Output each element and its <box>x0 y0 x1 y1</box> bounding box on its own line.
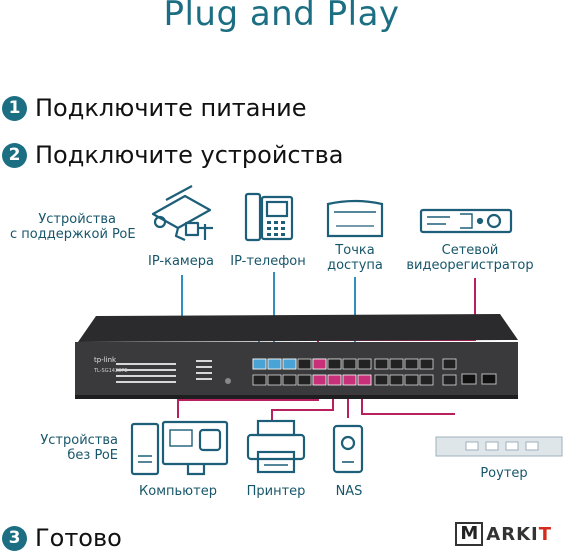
watermark-logo-accent: T <box>538 523 552 545</box>
watermark-logo: M ARKIT <box>455 522 552 546</box>
non-poe-group-label-line2: без PoE <box>67 448 118 463</box>
ip-phone-icon <box>244 192 294 242</box>
access-point-label: Точка доступа <box>315 243 395 273</box>
printer-label: Принтер <box>246 484 306 499</box>
ip-camera-icon <box>151 185 213 242</box>
router-label: Роутер <box>480 466 528 481</box>
step-1: 1 Подключите питание <box>2 94 307 122</box>
nas-icon <box>332 424 364 474</box>
nas-label: NAS <box>335 484 363 499</box>
step-3: 3 Готово <box>2 524 122 552</box>
step-2: 2 Подключите устройства <box>2 141 343 169</box>
switch-model: TL-SG1428PE <box>94 368 128 374</box>
poe-group-label-line2: с поддержкой PoE <box>10 227 136 242</box>
poe-group-label: Устройства с поддержкой PoE <box>10 212 136 242</box>
nvr-label: Сетевой видеорегистратор <box>398 243 542 273</box>
nvr-icon <box>419 208 513 234</box>
watermark-logo-word: ARKI <box>486 523 539 545</box>
poe-group-label-line1: Устройства <box>38 212 116 227</box>
switch-brand: tp-link <box>94 356 117 364</box>
watermark-logo-box: M <box>455 522 484 546</box>
step-3-number: 3 <box>2 525 27 551</box>
step-1-number: 1 <box>2 95 27 121</box>
step-1-text: Подключите питание <box>35 94 307 122</box>
computer-icon <box>130 420 229 476</box>
nvr-label-line1: Сетевой <box>441 243 499 258</box>
step-2-number: 2 <box>2 142 27 168</box>
ip-phone-label: IP-телефон <box>230 254 306 269</box>
access-point-label-line1: Точка <box>335 243 375 258</box>
step-3-text: Готово <box>35 524 122 552</box>
page-title: Plug and Play <box>163 0 400 34</box>
computer-label: Компьютер <box>139 484 217 499</box>
printer-icon <box>246 419 306 474</box>
non-poe-group-label: Устройства без PoE <box>10 433 118 463</box>
non-poe-group-label-line1: Устройства <box>40 433 118 448</box>
ip-camera-label: IP-камера <box>148 254 214 269</box>
step-2-text: Подключите устройства <box>35 141 344 169</box>
access-point-label-line2: доступа <box>327 258 383 273</box>
access-point-icon <box>326 199 384 238</box>
watermark-logo-text: ARKIT <box>486 524 552 545</box>
router-icon <box>435 436 563 457</box>
nvr-label-line2: видеорегистратор <box>406 258 534 273</box>
poe-switch <box>75 314 518 399</box>
